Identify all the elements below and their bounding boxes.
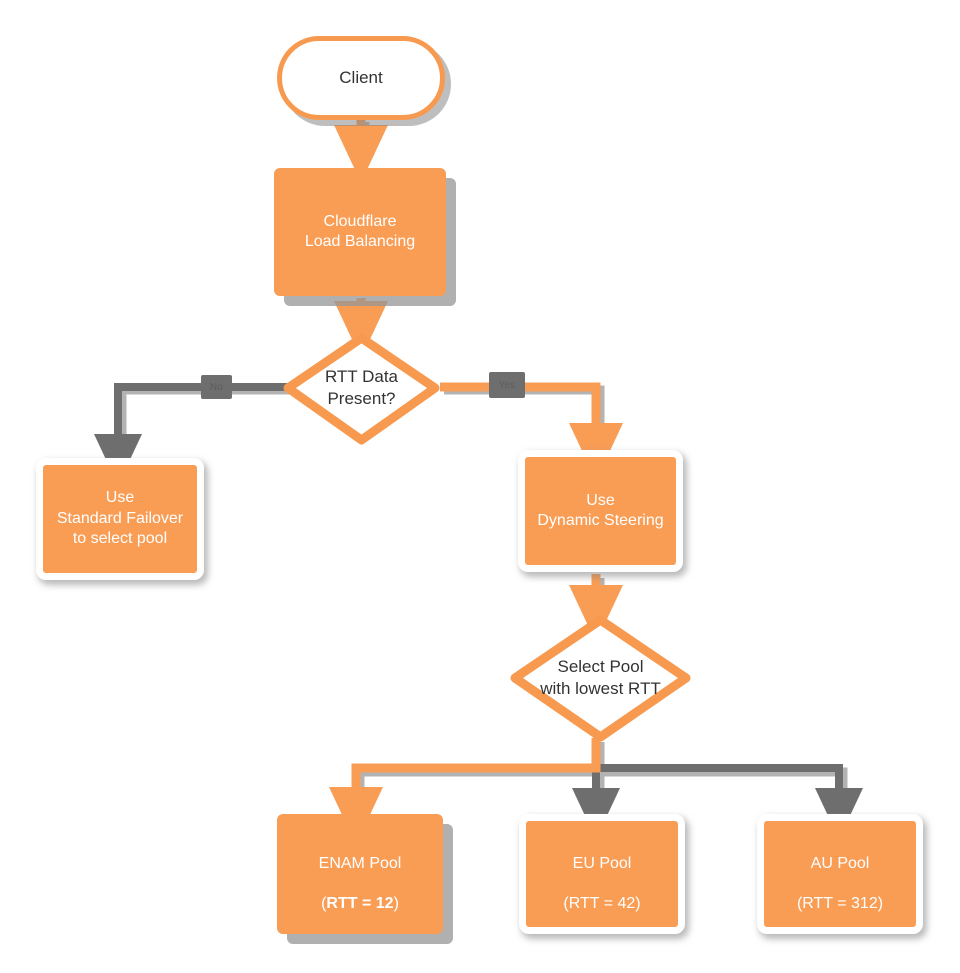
node-au-pool[interactable]: AU Pool (RTT = 312) [757, 814, 923, 934]
diamond-shape [283, 333, 440, 445]
node-au-pool-label: AU Pool (RTT = 312) [797, 833, 883, 915]
node-standard-failover[interactable]: Use Standard Failover to select pool [36, 458, 204, 580]
node-enam-pool-label: ENAM Pool (RTT = 12) [319, 833, 402, 915]
node-enam-pool[interactable]: ENAM Pool (RTT = 12) [277, 814, 443, 934]
edge-label-no: No [201, 375, 232, 399]
node-cloudflare-load-balancing-label: Cloudflare Load Balancing [304, 212, 416, 250]
node-client[interactable]: Client [277, 36, 445, 120]
node-standard-failover-label: Use Standard Failover to select pool [56, 489, 184, 548]
node-eu-pool[interactable]: EU Pool (RTT = 42) [519, 814, 685, 934]
node-dynamic-steering-label: Use Dynamic Steering [537, 491, 664, 529]
node-eu-pool-label: EU Pool (RTT = 42) [563, 833, 640, 915]
node-rtt-data-present[interactable]: RTT Data Present? [283, 330, 440, 446]
node-select-pool[interactable]: Select Pool with lowest RTT [510, 612, 691, 744]
node-eu-pool-title: EU Pool [572, 854, 632, 872]
node-au-pool-rtt: (RTT = 312) [796, 895, 884, 913]
node-cloudflare-load-balancing[interactable]: Cloudflare Load Balancing [274, 168, 446, 296]
node-enam-pool-rtt: (RTT = 12) [321, 895, 399, 913]
diamond-shape [510, 615, 691, 742]
node-eu-pool-rtt: (RTT = 42) [563, 895, 641, 913]
node-enam-pool-title: ENAM Pool [318, 854, 402, 872]
node-au-pool-title: AU Pool [810, 854, 870, 872]
edge-shadows [117, 122, 848, 818]
edges-inactive [94, 383, 864, 840]
node-dynamic-steering[interactable]: Use Dynamic Steering [518, 450, 683, 572]
node-client-label: Client [339, 68, 383, 88]
edge-label-yes: Yes [489, 372, 525, 398]
